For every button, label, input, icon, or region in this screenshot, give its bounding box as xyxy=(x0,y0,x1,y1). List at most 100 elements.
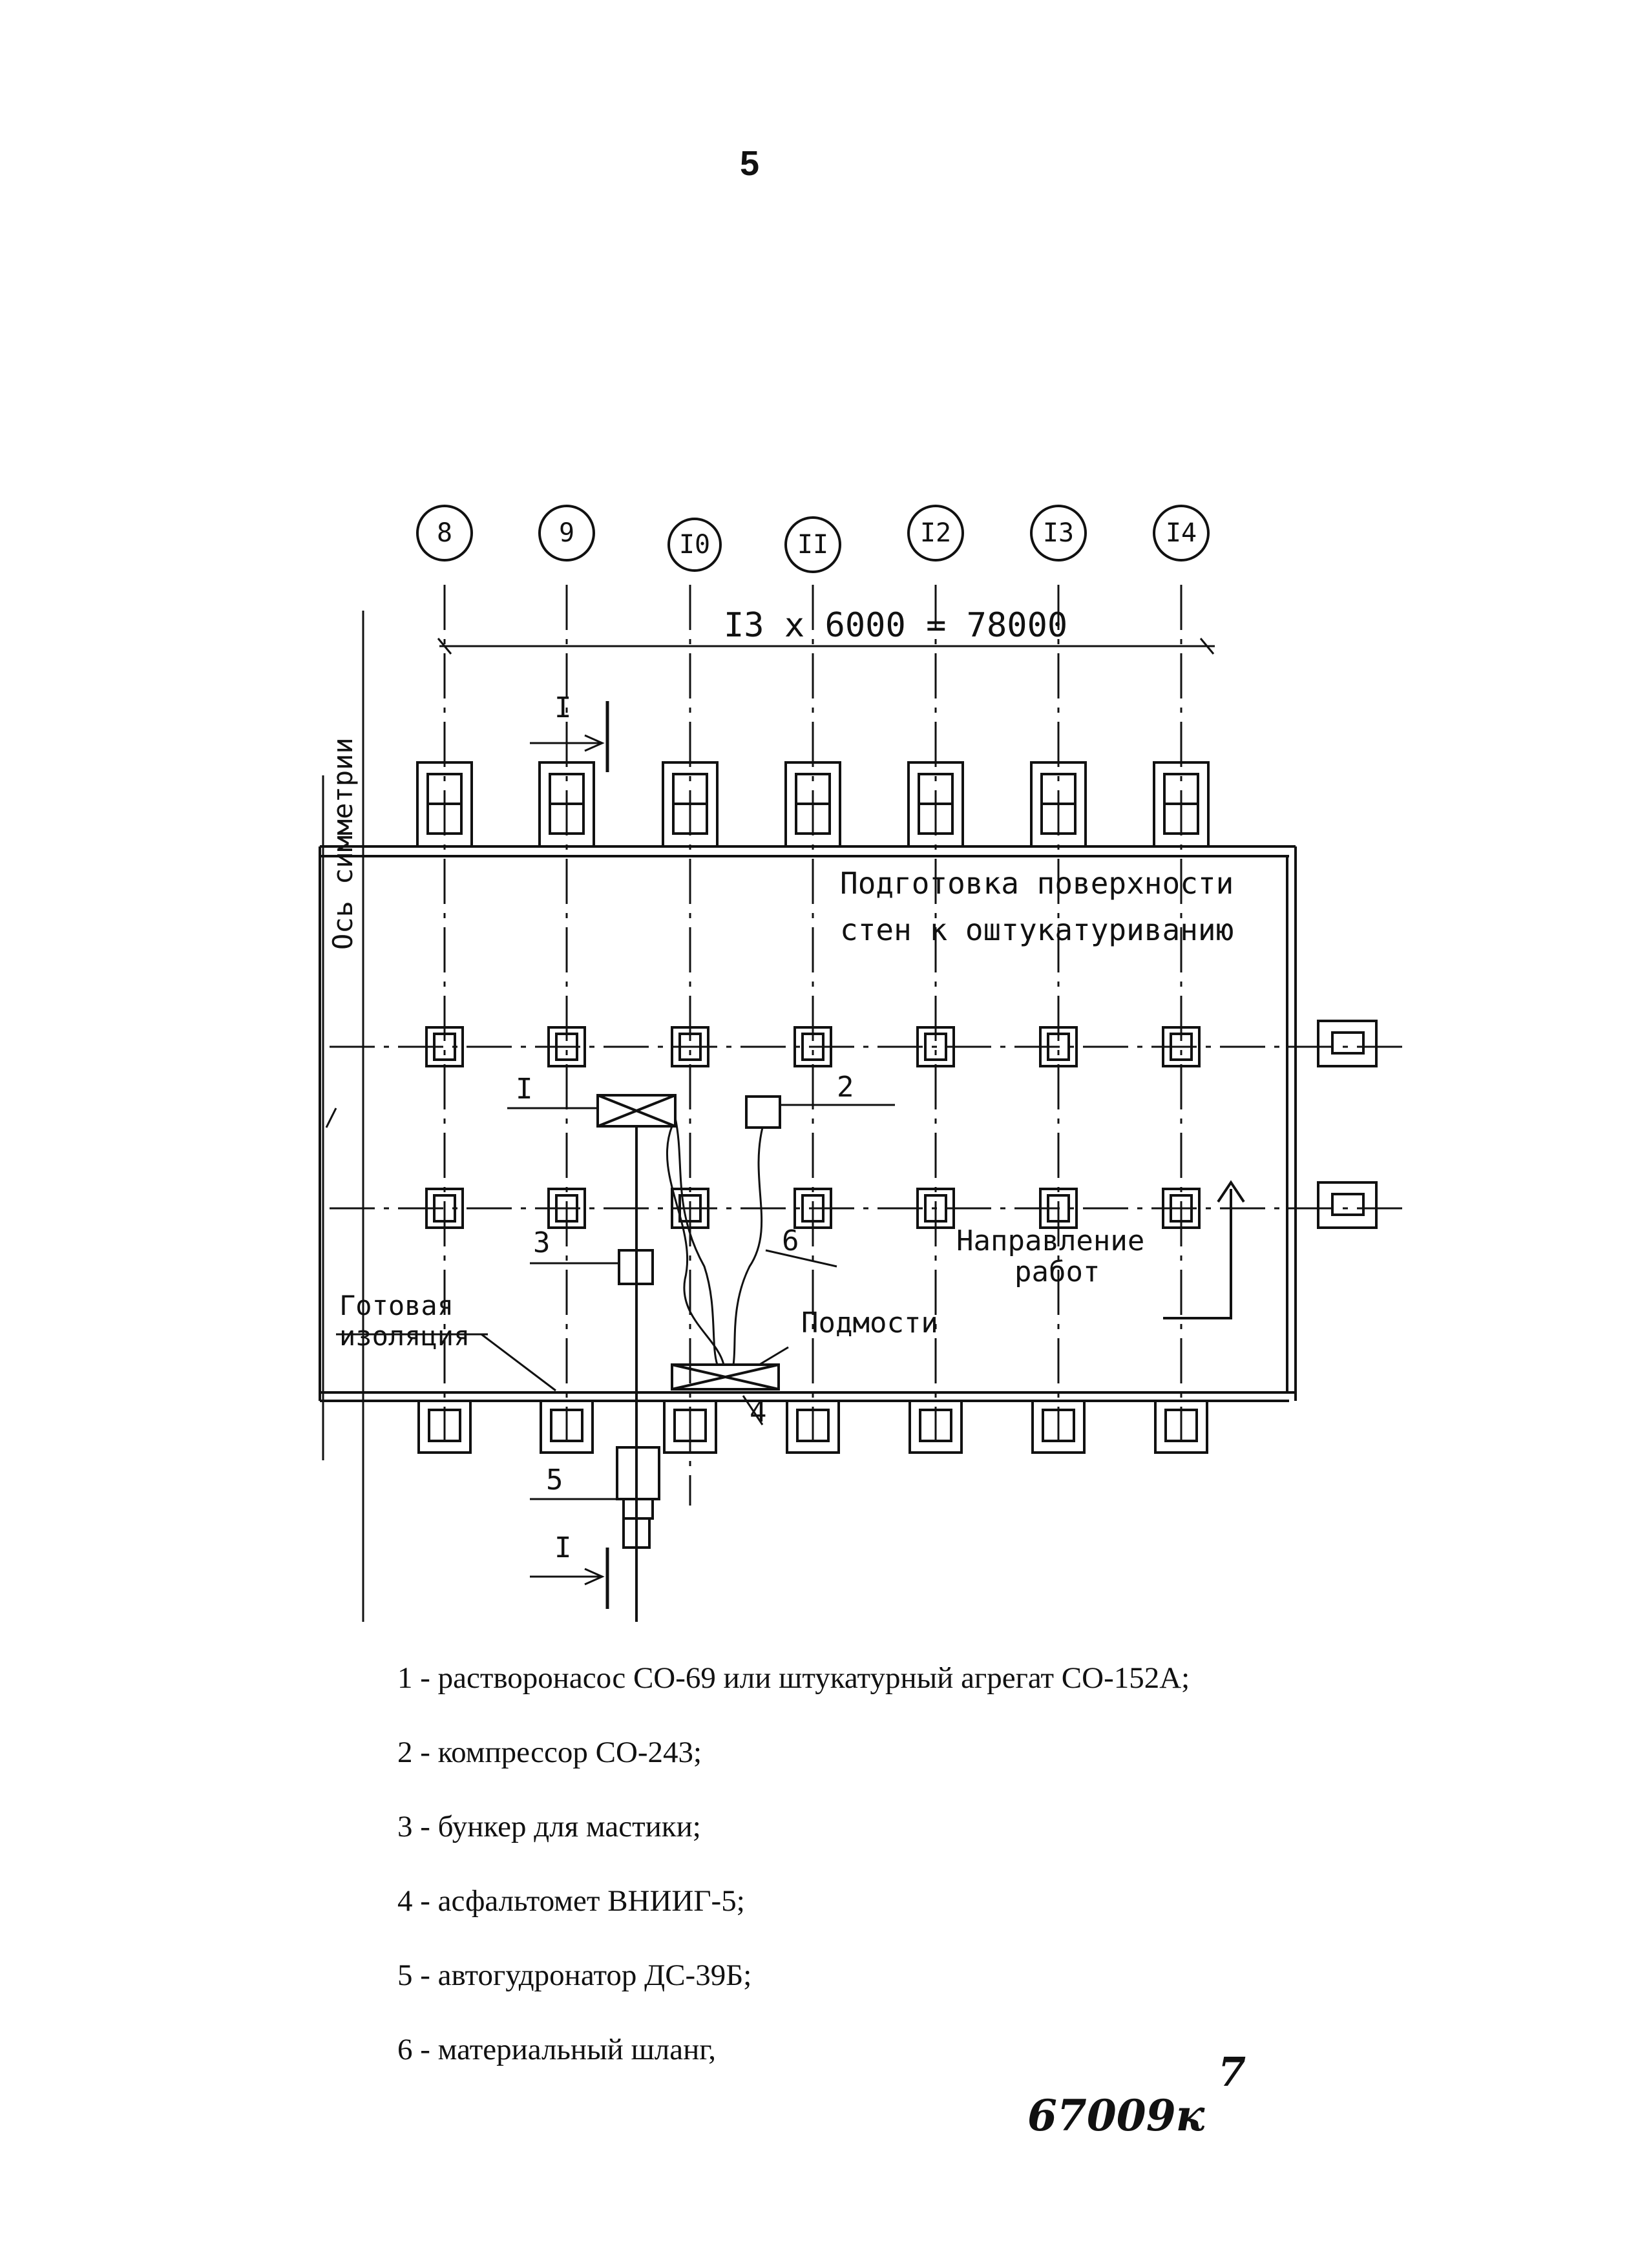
top-wall-windows xyxy=(416,761,1210,848)
direction-label-line2: работ xyxy=(1014,1255,1100,1288)
column-inner-1-1 xyxy=(555,1194,578,1223)
column-inner-4-1 xyxy=(924,1194,947,1223)
legend: 1 - растворонасос СО-69 или штукатурный … xyxy=(397,1641,1496,2087)
column-inner-0-1 xyxy=(433,1194,456,1223)
column-inner-6-0 xyxy=(1170,1033,1193,1061)
bottom-window-inner-1 xyxy=(550,1409,583,1442)
column-inner-3-0 xyxy=(801,1033,824,1061)
section-mark-top: I xyxy=(554,691,572,724)
section-top-arrowhead xyxy=(584,734,605,752)
bottom-window-0 xyxy=(417,1400,472,1454)
column-3-1 xyxy=(793,1188,832,1229)
bottom-window-inner-3 xyxy=(796,1409,830,1442)
section-bottom-arrowhead xyxy=(584,1568,605,1586)
column-0-0 xyxy=(425,1026,464,1067)
equipment-1-mortar-pump xyxy=(596,1094,677,1128)
item-label-6: 6 xyxy=(782,1224,799,1257)
axis-label-8: 8 xyxy=(437,518,452,548)
column-6-0 xyxy=(1162,1026,1201,1067)
scaffold-label: Подмости xyxy=(801,1307,938,1339)
symmetry-tick xyxy=(325,1108,337,1128)
ready-insulation-line2: изоляция xyxy=(339,1320,470,1352)
bottom-window-3 xyxy=(786,1400,840,1454)
ready-insulation-line1: Готовая xyxy=(339,1290,454,1321)
column-inner-5-0 xyxy=(1047,1033,1070,1061)
ext-column-a xyxy=(1317,1020,1378,1067)
dimension-label: I3 x 6000 = 78000 xyxy=(724,606,1067,645)
item-label-5: 5 xyxy=(546,1464,563,1496)
axis-label-9: 9 xyxy=(559,518,574,548)
leader-insulation xyxy=(481,1333,556,1392)
column-0-1 xyxy=(425,1188,464,1229)
top-window-4 xyxy=(907,761,964,848)
bottom-wall-windows xyxy=(417,1400,1208,1454)
bottom-window-inner-5 xyxy=(1042,1409,1075,1442)
axis-label-11: II xyxy=(797,530,828,560)
bottom-window-6 xyxy=(1154,1400,1208,1454)
column-3-0 xyxy=(793,1026,832,1067)
interior-columns xyxy=(425,1026,1201,1229)
item-label-4: 4 xyxy=(750,1396,767,1429)
item-label-1: I xyxy=(516,1073,533,1106)
dimension-tick-right xyxy=(1199,638,1215,655)
bottom-window-5 xyxy=(1031,1400,1086,1454)
symmetry-axis-label: Ось симметрии xyxy=(327,737,359,950)
column-6-1 xyxy=(1162,1188,1201,1229)
column-5-0 xyxy=(1039,1026,1078,1067)
leader-4 xyxy=(742,1395,764,1425)
item-label-2: 2 xyxy=(837,1071,854,1104)
top-window-0 xyxy=(416,761,473,848)
column-2-0 xyxy=(671,1026,709,1067)
ext-column-a-inner xyxy=(1331,1031,1365,1055)
top-window-5 xyxy=(1030,761,1087,848)
top-window-3 xyxy=(784,761,841,848)
axis-bubbles xyxy=(416,505,1210,573)
direction-arrowhead xyxy=(1217,1180,1245,1203)
top-window-6 xyxy=(1153,761,1210,848)
column-1-1 xyxy=(547,1188,586,1229)
column-inner-2-1 xyxy=(678,1194,702,1223)
handwritten-code: 67009к xyxy=(1027,2090,1205,2141)
axis-label-14: I4 xyxy=(1166,518,1197,548)
axis-label-12: I2 xyxy=(920,518,951,548)
bottom-window-inner-6 xyxy=(1164,1409,1198,1442)
hose-6b xyxy=(732,1127,764,1365)
section-mark-bottom: I xyxy=(554,1531,572,1564)
column-inner-3-1 xyxy=(801,1194,824,1223)
direction-label-line1: Направление xyxy=(956,1224,1144,1257)
handwritten-sheet-number: 7 xyxy=(1218,2048,1246,2095)
bottom-window-inner-4 xyxy=(919,1409,952,1442)
column-inner-2-0 xyxy=(678,1033,702,1061)
leader-6 xyxy=(765,1249,837,1268)
column-4-1 xyxy=(916,1188,955,1229)
bottom-window-1 xyxy=(540,1400,594,1454)
bottom-window-2 xyxy=(663,1400,717,1454)
hose-6a xyxy=(666,1126,725,1365)
column-inner-1-0 xyxy=(555,1033,578,1061)
axis-label-10: I0 xyxy=(679,530,710,560)
work-title-line1: Подготовка поверхности xyxy=(840,866,1234,901)
legend-item-4: 4 - асфальтомет ВНИИГ-5; xyxy=(397,1884,745,1918)
ext-column-b-inner xyxy=(1331,1193,1365,1216)
bottom-window-inner-2 xyxy=(673,1409,707,1442)
page-number: 5 xyxy=(739,144,760,183)
equipment-2-compressor xyxy=(745,1095,781,1129)
column-inner-5-1 xyxy=(1047,1194,1070,1223)
bottom-window-inner-0 xyxy=(428,1409,461,1442)
item-label-3: 3 xyxy=(533,1226,551,1259)
dimension-tick-left xyxy=(437,638,452,655)
ext-column-b xyxy=(1317,1181,1378,1229)
column-inner-0-0 xyxy=(433,1033,456,1061)
column-5-1 xyxy=(1039,1188,1078,1229)
axis-label-13: I3 xyxy=(1043,518,1074,548)
bottom-window-4 xyxy=(909,1400,963,1454)
direction-arrow xyxy=(1163,1189,1232,1319)
leader-scaffold xyxy=(759,1346,789,1366)
column-2-1 xyxy=(671,1188,709,1229)
top-window-1 xyxy=(538,761,595,848)
equipment-4-scaffold xyxy=(671,1363,780,1391)
work-title-line2: стен к оштукатуриванию xyxy=(840,912,1234,947)
legend-item-5: 5 - автогудронатор ДС-39Б; xyxy=(397,1958,752,1992)
top-window-2 xyxy=(662,761,719,848)
